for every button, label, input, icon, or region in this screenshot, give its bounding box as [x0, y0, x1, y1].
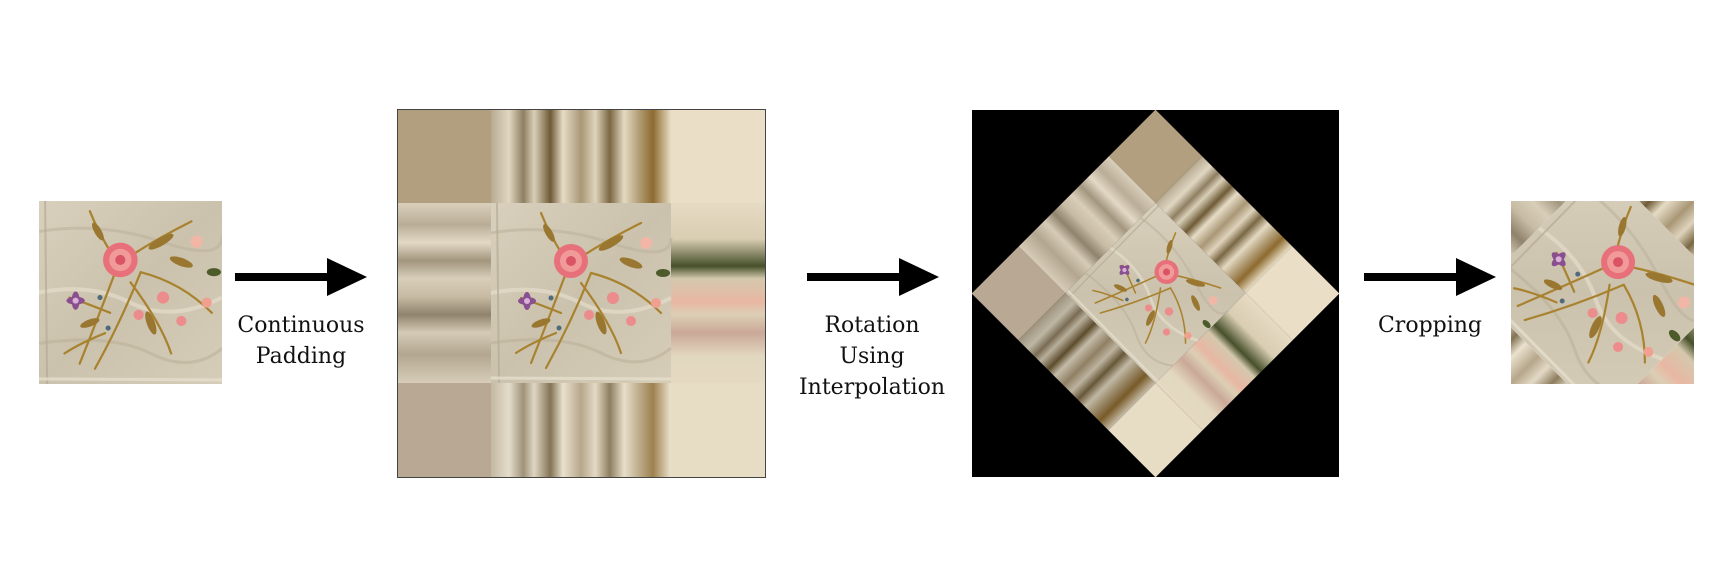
- label-line: Cropping: [1377, 313, 1483, 338]
- step-label-rotation-using-interpolation: Rotation Using Interpolation: [792, 310, 952, 403]
- arrow-right-icon: [807, 258, 939, 296]
- step-label-continuous-padding: Continuous Padding: [226, 310, 376, 372]
- arrow-right-icon: [1364, 258, 1496, 296]
- step-label-cropping: Cropping: [1355, 310, 1505, 341]
- arrow-right-icon: [235, 258, 367, 296]
- label-line: Rotation: [824, 313, 920, 338]
- original-image: [39, 201, 222, 384]
- rotated-image: [972, 110, 1339, 477]
- label-line: Continuous: [237, 313, 365, 338]
- label-line: Padding: [255, 344, 347, 369]
- label-line: Interpolation: [798, 375, 945, 400]
- padded-image: [397, 109, 766, 478]
- cropped-image: [1511, 201, 1694, 384]
- label-line: Using: [839, 344, 905, 369]
